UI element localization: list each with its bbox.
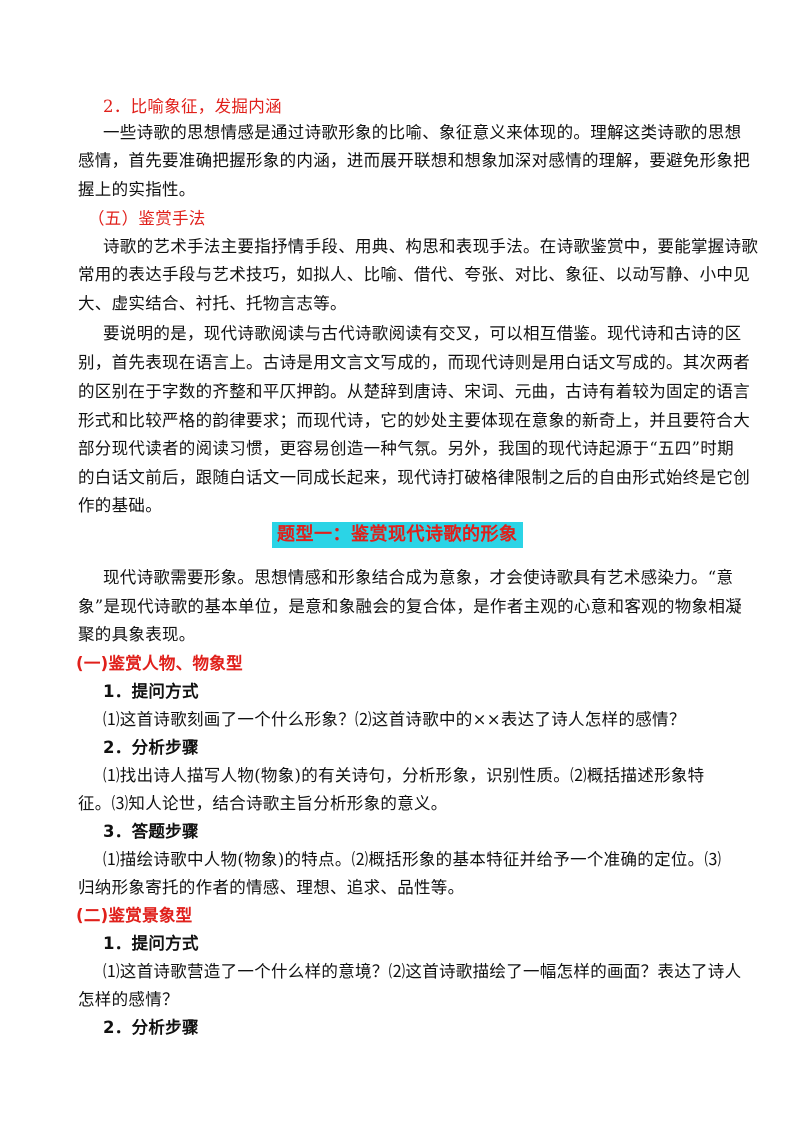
part-heading-characters: (一)鉴赏人物、物象型 [76, 654, 243, 673]
paragraph-line: 诗歌的艺术手法主要指抒情手段、用典、构思和表现手法。在诗歌鉴赏中，要能掌握诗歌 [103, 237, 759, 256]
section-heading-metaphor: 2．比喻象征，发掘内涵 [103, 97, 282, 116]
paragraph-line: 聚的具象表现。 [78, 625, 196, 644]
subheading-question-format: 1．提问方式 [103, 934, 199, 953]
paragraph-line: 大、虚实结合、衬托、托物言志等。 [78, 294, 347, 313]
paragraph-line: 别，首先表现在语言上。古诗是用文言文写成的，而现代诗则是用白话文写成的。其次两者 [78, 353, 750, 372]
subheading-analysis-steps: 2．分析步骤 [103, 1018, 199, 1037]
paragraph-line: 握上的实指性。 [78, 180, 196, 199]
paragraph-line: 征。⑶知人论世，结合诗歌主旨分析形象的意义。 [78, 794, 448, 813]
paragraph-line: 部分现代读者的阅读习惯，更容易创造一种气氛。另外，我国的现代诗起源于“五四”时期 [78, 439, 734, 458]
paragraph-line: 常用的表达手段与艺术技巧，如拟人、比喻、借代、夸张、对比、象征、以动写静、小中见 [78, 265, 750, 284]
paragraph-line: 的白话文前后，跟随白话文一同成长起来，现代诗打破格律限制之后的自由形式始终是它创 [78, 468, 750, 487]
paragraph-line: ⑴找出诗人描写人物(物象)的有关诗句，分析形象，识别性质。⑵概括描述形象特 [103, 766, 705, 785]
paragraph-line: ⑴描绘诗歌中人物(物象)的特点。⑵概括形象的基本特征并给予一个准确的定位。⑶ [103, 850, 722, 869]
paragraph-line: 要说明的是，现代诗歌阅读与古代诗歌阅读有交叉，可以相互借鉴。现代诗和古诗的区 [103, 324, 742, 343]
paragraph-line: 的区别在于字数的齐整和平仄押韵。从楚辞到唐诗、宋词、元曲，古诗有着较为固定的语言 [78, 382, 750, 401]
paragraph-line: 作的基础。 [78, 496, 162, 515]
subheading-question-format: 1．提问方式 [103, 682, 199, 701]
section-heading-techniques: （五）鉴赏手法 [88, 209, 206, 228]
paragraph-line: ⑴这首诗歌刻画了一个什么形象？⑵这首诗歌中的××表达了诗人怎样的感情？ [103, 710, 686, 729]
paragraph-line: 象”是现代诗歌的基本单位，是意和象融会的复合体，是作者主观的心意和客观的物象相凝 [78, 597, 742, 616]
paragraph-line: 现代诗歌需要形象。思想情感和形象结合成为意象，才会使诗歌具有艺术感染力。“意 [103, 568, 734, 587]
subheading-answer-steps: 3．答题步骤 [103, 822, 199, 841]
question-type-banner: 题型一：鉴赏现代诗歌的形象 [272, 522, 523, 548]
paragraph-line: 感情，首先要准确把握形象的内涵，进而展开联想和想象加深对感情的理解，要避免形象把 [78, 151, 750, 170]
part-heading-scenes: (二)鉴赏景象型 [76, 906, 193, 925]
paragraph-line: 怎样的感情？ [78, 990, 179, 1009]
paragraph-line: 一些诗歌的思想情感是通过诗歌形象的比喻、象征意义来体现的。理解这类诗歌的思想 [103, 123, 742, 142]
paragraph-line: 形式和比较严格的韵律要求；而现代诗，它的妙处主要体现在意象的新奇上，并且要符合大 [78, 411, 750, 430]
paragraph-line: 归纳形象寄托的作者的情感、理想、追求、品性等。 [78, 878, 465, 897]
subheading-analysis-steps: 2．分析步骤 [103, 738, 199, 757]
paragraph-line: ⑴这首诗歌营造了一个什么样的意境？⑵这首诗歌描绘了一幅怎样的画面？表达了诗人 [103, 962, 742, 981]
